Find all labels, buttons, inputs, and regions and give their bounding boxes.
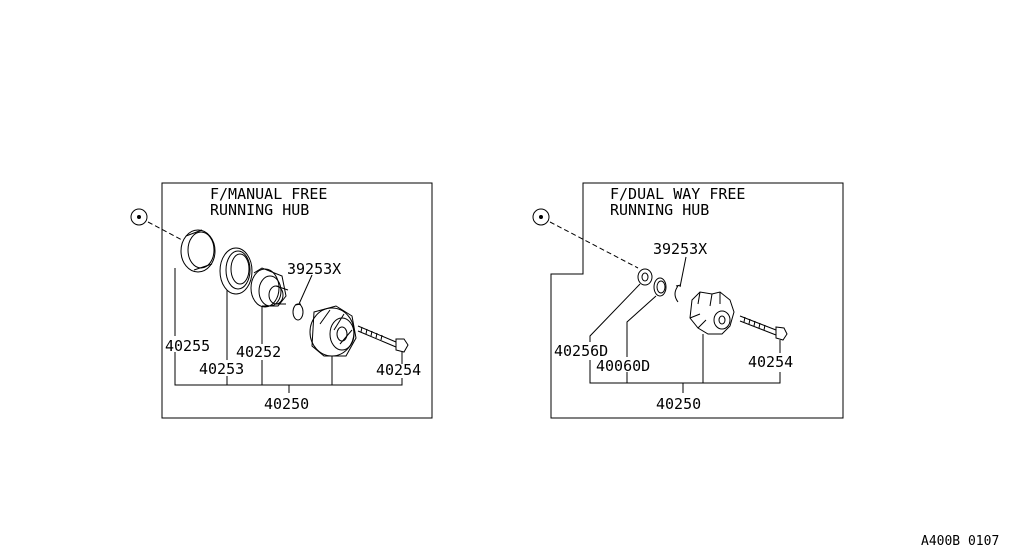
left-callout-40254: 40254	[376, 361, 421, 379]
part-40253-snap-ring-icon	[219, 247, 253, 295]
left-leader-39253x	[298, 274, 313, 305]
right-callout-40250: 40250	[656, 395, 701, 413]
left-dashed-leader	[147, 221, 183, 241]
part-39253x-clip-icon	[674, 284, 682, 303]
part-40254-bolt-icon	[357, 325, 409, 353]
right-callout-40256d: 40256D	[554, 342, 608, 360]
left-callout-40255: 40255	[165, 337, 210, 355]
left-panel-title-line2: RUNNING HUB	[210, 201, 309, 219]
part-39253x-ring-icon	[292, 303, 304, 321]
part-40252-hub-body-icon	[250, 267, 289, 308]
left-panel-title-line1: F/MANUAL FREE	[210, 185, 327, 203]
diagram-code: A400B 0107	[921, 534, 999, 549]
part-40060d-ring-icon	[653, 277, 667, 297]
left-reference-icon	[130, 208, 148, 226]
right-bracket-40250	[589, 334, 781, 393]
part-40255-ring-icon	[180, 229, 216, 273]
left-bracket-40250	[174, 352, 403, 393]
right-panel-frame	[550, 182, 844, 419]
part-dual-hub-body-icon	[689, 291, 735, 335]
right-callout-40060d: 40060D	[596, 357, 650, 375]
right-dashed-leader	[549, 221, 639, 269]
right-leader-39253x	[679, 256, 687, 288]
left-callout-40253: 40253	[199, 360, 244, 378]
part-40254-bolt-right-icon	[739, 315, 788, 341]
right-leader-40256d	[589, 283, 641, 342]
part-hub-cover-icon	[309, 305, 357, 357]
right-reference-icon	[532, 208, 550, 226]
left-callout-39253x: 39253X	[287, 260, 341, 278]
right-leader-40060d	[626, 295, 657, 357]
right-panel-title-line1: F/DUAL WAY FREE	[610, 185, 745, 203]
left-panel-frame	[161, 182, 433, 419]
right-callout-40254: 40254	[748, 353, 793, 371]
part-40256d-washer-icon	[637, 268, 653, 286]
right-panel-title-line2: RUNNING HUB	[610, 201, 709, 219]
right-callout-39253x: 39253X	[653, 240, 707, 258]
left-callout-40250: 40250	[264, 395, 309, 413]
left-callout-40252: 40252	[236, 343, 281, 361]
